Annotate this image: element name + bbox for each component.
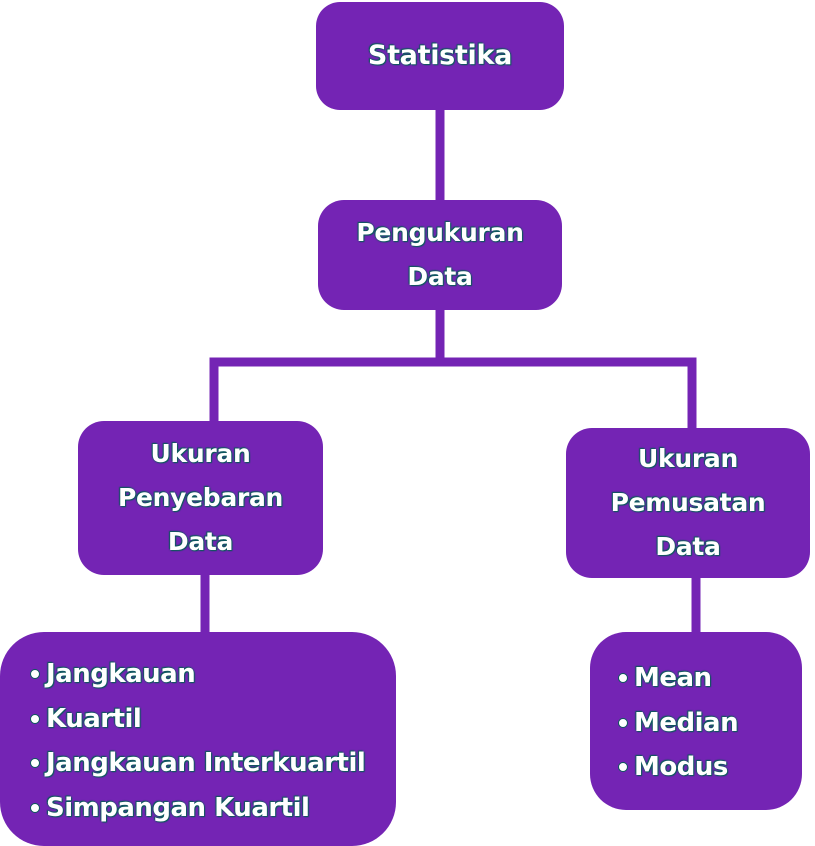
bullet-icon <box>618 673 628 684</box>
bullet-icon <box>30 713 40 724</box>
list-item-label: Mean <box>634 663 712 693</box>
node-ukuran-penyebaran-data: Ukuran Penyebaran Data <box>78 421 323 575</box>
penyebaran-list: Jangkauan Kuartil Jangkauan Interkuartil… <box>30 652 396 830</box>
list-item: Kuartil <box>30 697 396 742</box>
node-ukuran-pemusatan-data: Ukuran Pemusatan Data <box>566 428 810 578</box>
node-penyebaran-label-line-3: Data <box>167 527 234 556</box>
pemusatan-list: Mean Median Modus <box>618 656 802 790</box>
list-penyebaran-items: Jangkauan Kuartil Jangkauan Interkuartil… <box>0 632 396 846</box>
node-pemusatan-label-line-1: Ukuran <box>638 444 738 473</box>
list-pemusatan-items: Mean Median Modus <box>590 632 802 810</box>
list-item: Median <box>618 701 802 746</box>
bullet-icon <box>30 669 40 680</box>
list-item: Jangkauan Interkuartil <box>30 741 396 786</box>
bullet-icon <box>30 758 40 769</box>
bullet-icon <box>618 717 628 728</box>
list-item: Jangkauan <box>30 652 396 697</box>
node-penyebaran-label-line-1: Ukuran <box>150 439 251 468</box>
list-item: Simpangan Kuartil <box>30 786 396 831</box>
bullet-icon <box>618 762 628 773</box>
list-item-label: Kuartil <box>46 703 142 734</box>
list-item-label: Jangkauan <box>46 659 196 689</box>
list-item: Modus <box>618 745 802 790</box>
list-item-label: Jangkauan Interkuartil <box>46 748 366 778</box>
list-item-label: Modus <box>634 752 728 782</box>
list-item-label: Median <box>634 707 739 738</box>
node-pemusatan-label-line-2: Pemusatan <box>610 488 766 517</box>
node-pengukuran-data-label-line-2: Data <box>407 262 473 291</box>
node-statistika-label: Statistika <box>367 40 513 71</box>
node-pengukuran-data: Pengukuran Data <box>318 200 562 310</box>
bullet-icon <box>30 802 40 813</box>
list-item: Mean <box>618 656 802 701</box>
node-pengukuran-data-label-line-1: Pengukuran <box>356 218 524 247</box>
node-pemusatan-label-line-3: Data <box>655 532 721 561</box>
node-statistika: Statistika <box>316 2 564 110</box>
list-item-label: Simpangan Kuartil <box>46 792 310 823</box>
node-penyebaran-label-line-2: Penyebaran <box>117 483 284 512</box>
